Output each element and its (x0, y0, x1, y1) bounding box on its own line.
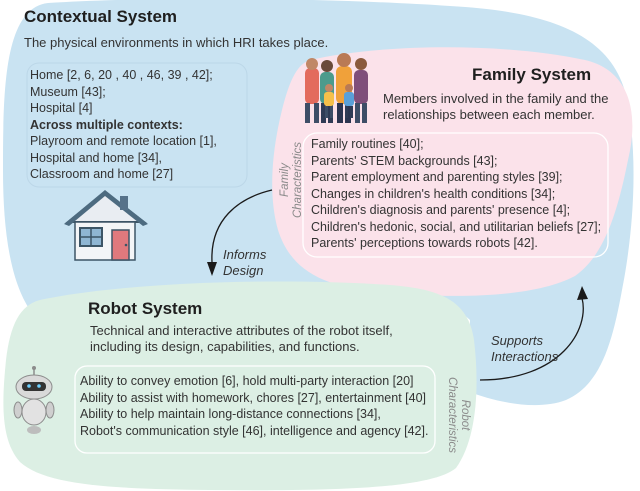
informs-line-1: Informs (223, 247, 267, 262)
family-item: Family routines [40]; (311, 137, 424, 151)
contextual-item-hospital: Hospital [4] (30, 101, 93, 115)
supports-interactions-label: Supports Interactions (491, 333, 558, 365)
family-system-title: Family System (472, 65, 592, 84)
informs-design-label: Informs Design (223, 247, 266, 279)
family-list-box (302, 132, 609, 258)
house-illustration (64, 190, 148, 261)
family-description-line-1: Members involved in the family and the (383, 91, 609, 106)
contextual-item-classroom-home: Classroom and home [27] (30, 167, 174, 181)
informs-design-arrow (211, 189, 273, 263)
robot-description-line-1: Technical and interactive attributes of … (90, 323, 393, 338)
family-characteristics-label: Family Characteristics (279, 135, 305, 225)
family-characteristics-line-1: Family (279, 163, 291, 197)
contextual-item-museum: Museum [43]; (30, 84, 106, 99)
family-system-list: Family routines [40]; Parents' STEM back… (311, 136, 601, 252)
contextual-system-list: Home [2, 6, 20 , 40 , 46, 39 , 42]; Muse… (30, 67, 217, 183)
robot-characteristics-line-1: Robot (459, 399, 471, 431)
robot-system-description: Technical and interactive attributes of … (90, 323, 393, 355)
family-system-description: Members involved in the family and the r… (383, 91, 608, 123)
robot-item: Ability to convey emotion [6], hold mult… (80, 374, 414, 388)
contextual-item-multiple-heading: Across multiple contexts: (30, 117, 183, 132)
family-item: Children's hedonic, social, and utilitar… (311, 219, 602, 234)
family-description-line-2: relationships between each member. (383, 107, 595, 122)
robot-system-region (3, 281, 477, 491)
supports-line-2: Interactions (491, 349, 559, 364)
family-characteristics-line-2: Characteristics (292, 141, 304, 219)
contextual-list-box (26, 62, 248, 188)
contextual-item-playroom: Playroom and remote location [1], (30, 134, 217, 148)
family-illustration (305, 53, 368, 123)
informs-design-arrowhead (207, 262, 217, 276)
robot-description-line-2: including its design, capabilities, and … (90, 339, 360, 354)
informs-line-2: Design (223, 263, 264, 278)
supports-line-1: Supports (491, 333, 544, 348)
family-item: Parents' STEM backgrounds [43]; (311, 153, 498, 168)
family-item: Parents' perceptions towards robots [42]… (311, 236, 538, 250)
robot-illustration (13, 366, 55, 434)
robot-characteristics-line-2: Characteristics (446, 376, 458, 454)
contextual-item-hospital-home: Hospital and home [34], (30, 150, 163, 165)
contextual-item-home: Home [2, 6, 20 , 40 , 46, 39 , 42]; (30, 68, 213, 82)
family-item: Children's diagnosis and parents' presen… (311, 203, 571, 217)
contextual-system-description: The physical environments in which HRI t… (24, 35, 329, 50)
supports-interactions-arrowhead (577, 286, 588, 300)
family-item: Changes in children's health conditions … (311, 186, 556, 201)
supports-interactions-arrow (479, 297, 584, 381)
contextual-system-title: Contextual System (24, 7, 178, 26)
family-item: Parent employment and parenting styles [… (311, 170, 563, 184)
robot-list-box (74, 365, 436, 454)
robot-system-title: Robot System (88, 299, 203, 318)
robot-characteristics-label: Robot Characteristics (445, 370, 471, 460)
robot-item: Ability to assist with homework, chores … (80, 390, 426, 405)
robot-system-list: Ability to convey emotion [6], hold mult… (80, 373, 428, 439)
robot-item: Robot's communication style [46], intell… (80, 423, 429, 438)
robot-item: Ability to help maintain long-distance c… (80, 407, 381, 421)
